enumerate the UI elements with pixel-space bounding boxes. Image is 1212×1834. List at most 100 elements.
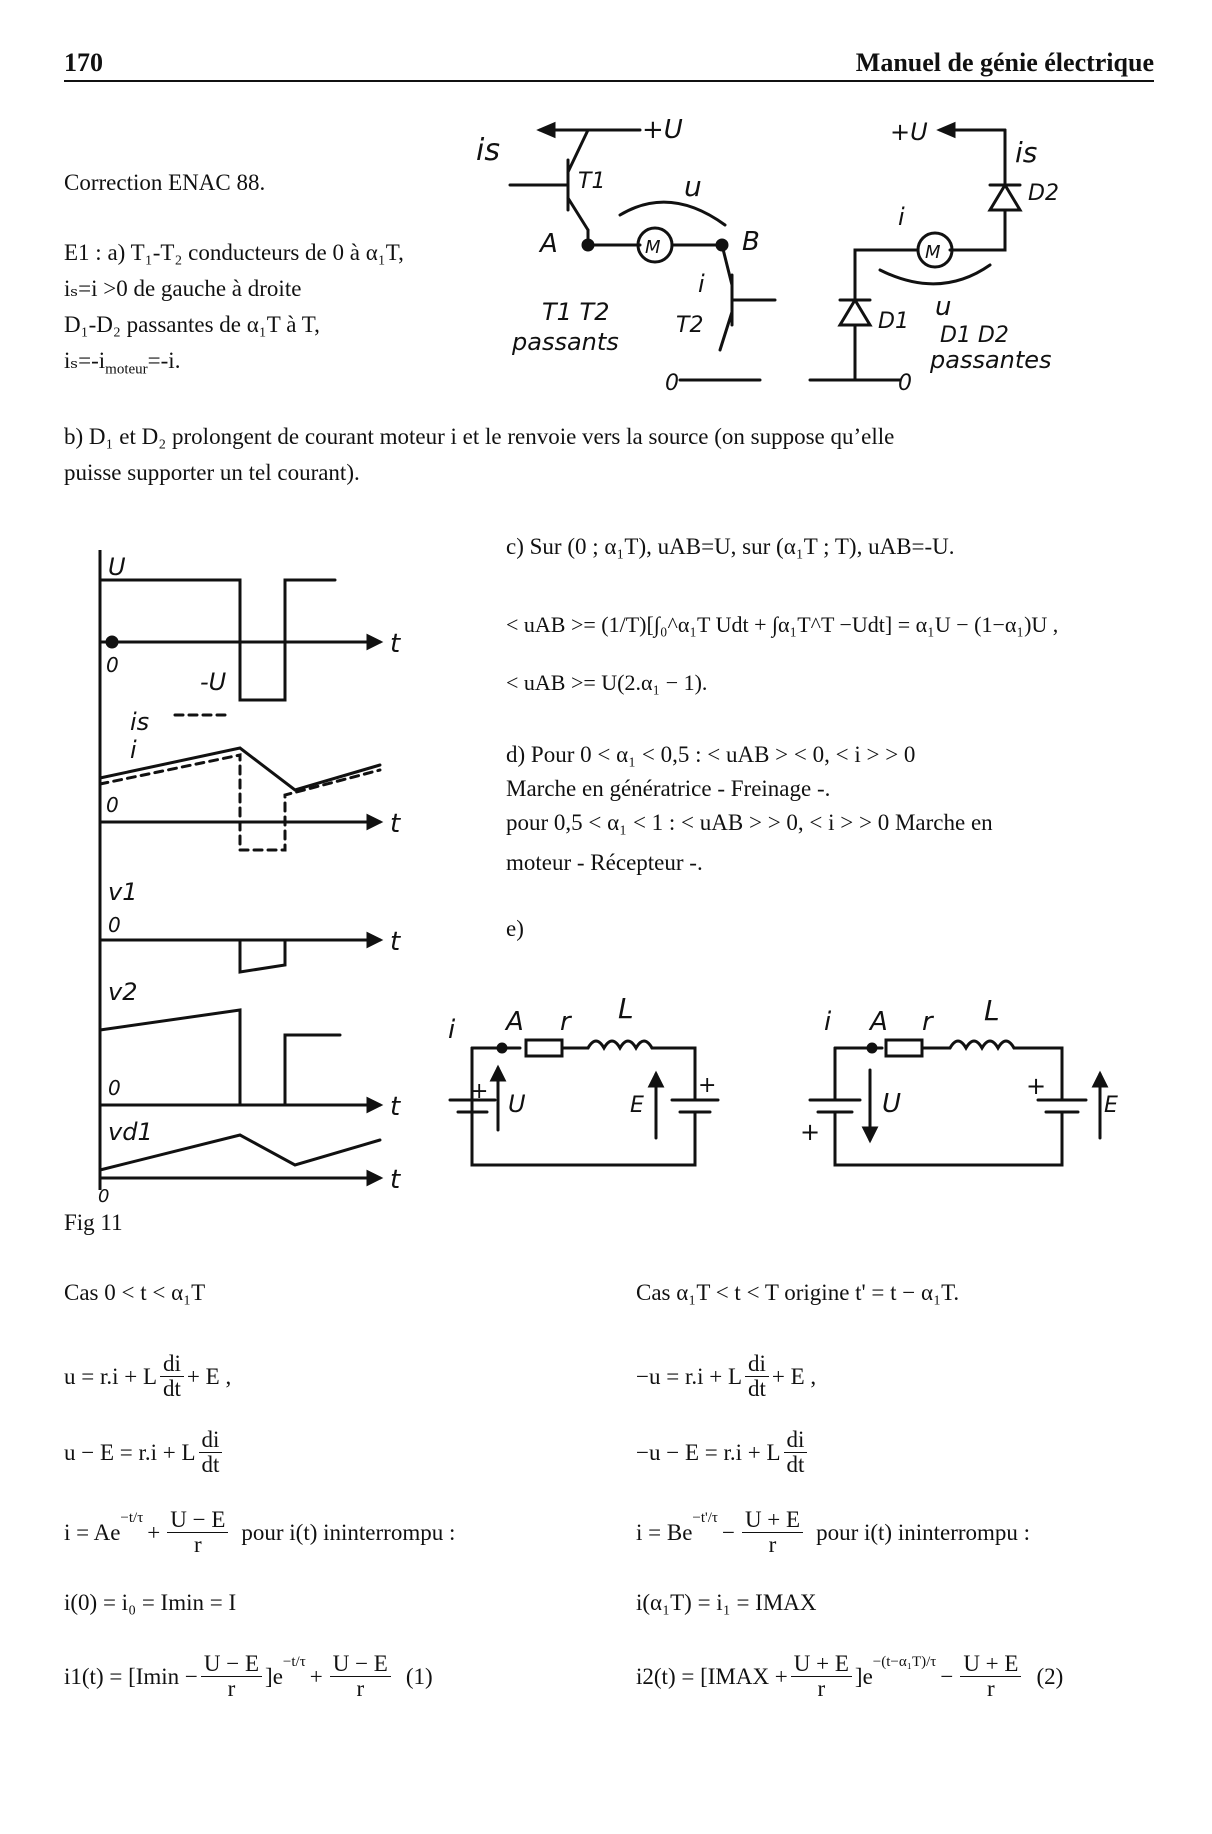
motor-right-label: M — [925, 242, 941, 263]
zero-right: 0 — [898, 371, 912, 396]
wave-zero4: 0 — [108, 1076, 121, 1100]
cl-inductor — [586, 1039, 654, 1052]
e1-line3: D₁-D₂ passantes de α₁T à T, — [64, 312, 320, 337]
t1-label: T1 — [578, 169, 605, 194]
wave-v2-label: v2 — [108, 978, 137, 1006]
section-b-line1: b) D₁ et D₂ prolongent de courant moteur… — [64, 424, 895, 449]
wave-t3: t — [390, 927, 401, 957]
case-left-eq4: i(0) = i₀ = Imin = I — [64, 1590, 237, 1615]
cr-inductor — [948, 1039, 1016, 1052]
t1-collector — [566, 128, 590, 174]
header-rule — [64, 80, 1154, 82]
b-label: B — [742, 227, 760, 257]
cl-l: L — [618, 992, 634, 1025]
cr-a: A — [868, 1007, 888, 1037]
wave-v1-label: v1 — [108, 878, 137, 906]
section-d-line3: pour 0,5 < α₁ < 1 : < uAB > > 0, < i > >… — [506, 810, 993, 835]
cl-plus1: + — [470, 1079, 488, 1104]
vd1-trace — [98, 1133, 382, 1172]
t2-label: T2 — [676, 313, 703, 338]
wave-zero3: 0 — [108, 913, 121, 937]
cl-u: U — [508, 1090, 526, 1118]
passantes-label: passantes — [929, 346, 1052, 374]
e1-line1: E1 : a) T₁-T₂ conducteurs de 0 à α₁T, — [64, 240, 404, 265]
d1-label: D1 — [878, 309, 909, 334]
cr-i: i — [824, 1007, 832, 1037]
fig-label: Fig 11 — [64, 1210, 123, 1235]
e1-line2: iₛ=i >0 de gauche à droite — [64, 276, 302, 301]
cr-source-u — [808, 1098, 862, 1114]
zero-left: 0 — [665, 371, 679, 396]
wave-t1: t — [390, 629, 401, 659]
section-e-label: e) — [506, 916, 524, 941]
d2-label: D2 — [1028, 181, 1059, 206]
circuit-right: i A r L + U + E — [800, 994, 1118, 1167]
cl-a: A — [504, 1007, 524, 1037]
wave-is-label: is — [130, 708, 149, 736]
cr-resistor — [884, 1038, 924, 1058]
wave-zero1: 0 — [106, 653, 119, 677]
page-number: 170 — [64, 48, 103, 77]
book-title: Manuel de génie électrique — [855, 48, 1154, 77]
chopper-diagrams: is +U T1 u A M B i T2 T1 T2 passants 0 +… — [476, 115, 1059, 396]
t1t2-label: T1 T2 — [542, 298, 610, 326]
cr-u: U — [882, 1089, 901, 1119]
u-arrow-label: u — [684, 170, 702, 203]
t1-emitter — [566, 196, 590, 232]
i-left-label: i — [698, 270, 705, 298]
d1-diode — [837, 297, 873, 327]
i-trace — [98, 746, 382, 792]
d1d2-label: D1 D2 — [940, 323, 1009, 348]
d2-diode — [987, 182, 1023, 212]
u-arrow — [618, 200, 727, 227]
wave-i-label: i — [130, 736, 137, 764]
cr-e: E — [1104, 1093, 1118, 1118]
cl-resistor — [524, 1038, 564, 1058]
cr-source-e — [1036, 1098, 1088, 1114]
plus-u-right: +U — [890, 118, 928, 146]
passants-label: passants — [511, 328, 619, 356]
is-trace — [98, 753, 382, 852]
section-c-line1: c) Sur (0 ; α₁T), uAB=U, sur (α₁T ; T), … — [506, 534, 955, 559]
case-right-title: Cas α₁T < t < T origine t' = t − α₁T. — [636, 1280, 960, 1305]
is-right-label: is — [1015, 136, 1037, 169]
wave-zero5: 0 — [98, 1186, 110, 1207]
wave-u-label: U — [108, 553, 126, 581]
wave-t4: t — [390, 1092, 401, 1122]
cr-plus1: + — [800, 1118, 820, 1146]
cr-l: L — [984, 994, 1000, 1027]
case-left-title: Cas 0 < t < α₁T — [64, 1280, 206, 1305]
section-c-eq2: < uAB >= U(2.α₁ − 1). — [506, 670, 708, 695]
a-label: A — [538, 229, 558, 259]
wave-zero2: 0 — [106, 793, 119, 817]
section-b-line2: puisse supporter un tel courant). — [64, 460, 360, 485]
section-d-line1: d) Pour 0 < α₁ < 0,5 : < uAB > < 0, < i … — [506, 742, 916, 767]
section-d-line4: moteur - Récepteur -. — [506, 850, 703, 875]
plus-u-left: +U — [642, 115, 683, 145]
e1-line4: iₛ=-imoteur=-i. — [64, 348, 181, 378]
u-trace — [98, 578, 337, 702]
waveforms: U t 0 -U is i t 0 v1 t 0 v2 t 0 vd1 t — [98, 550, 401, 1190]
u-arrow-right — [878, 263, 992, 286]
wave-vd1-label: vd1 — [108, 1118, 153, 1146]
circuit-left: i A r L + U + E — [448, 992, 720, 1167]
cr-r: r — [922, 1007, 935, 1037]
i-right-label: i — [898, 203, 905, 231]
section-d-line2: Marche en génératrice - Freinage -. — [506, 776, 831, 801]
cr-plus2: + — [1026, 1072, 1046, 1100]
motor-left-label: M — [645, 237, 661, 258]
wave-t2: t — [390, 809, 401, 839]
cl-e: E — [630, 1093, 644, 1118]
section-c-eq1: < uAB >= (1/T)[∫₀^α₁T Udt + ∫α₁T^T −Udt]… — [506, 612, 1059, 637]
v1-trace — [98, 938, 287, 974]
wave-t5: t — [390, 1165, 401, 1190]
v2-trace — [98, 1008, 342, 1107]
cl-source-e — [670, 1098, 720, 1114]
cl-plus2: + — [698, 1073, 716, 1098]
